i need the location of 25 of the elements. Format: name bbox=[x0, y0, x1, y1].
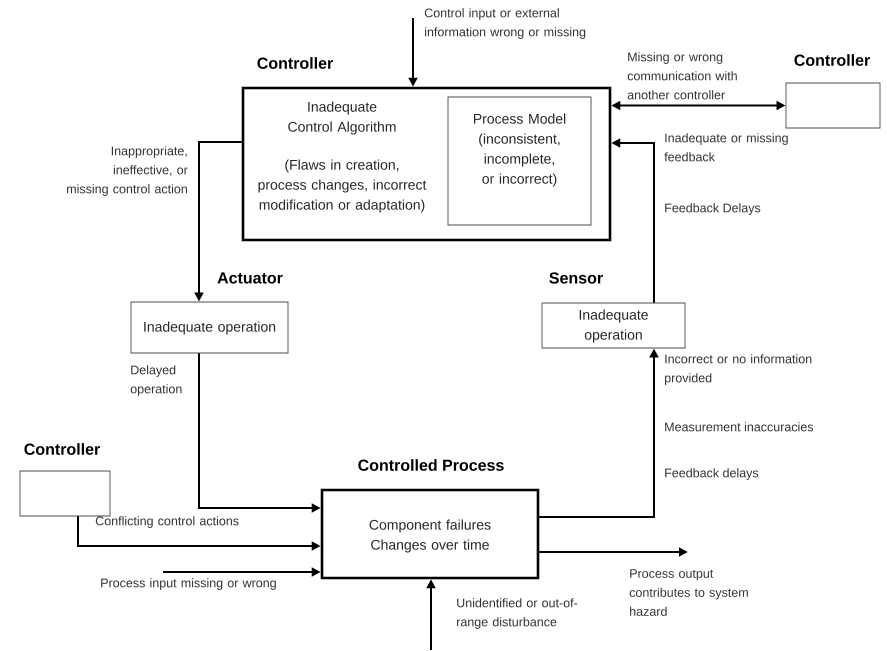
annotation: Measurement inaccuracies bbox=[665, 422, 814, 432]
block-box: Sensor Inadequate operation bbox=[542, 272, 686, 348]
edge-label: Process output contributes to system hazard bbox=[630, 569, 748, 616]
edge-label: Unidentified or out-of-range disturbance bbox=[457, 598, 578, 629]
block-box: Process Model (inconsistent, incomplete, or incorrect) bbox=[448, 96, 592, 226]
block-box: Controller bbox=[786, 54, 880, 128]
node-label: Actuator bbox=[218, 272, 283, 284]
edge-label: Missing or wrong communication with another controller bbox=[628, 52, 737, 100]
node-label: Controller bbox=[24, 443, 100, 455]
annotation: Feedback Delays bbox=[665, 203, 760, 215]
edge-label: Incorrect or no information provided bbox=[665, 354, 812, 385]
edge-label: Conflicting control actions bbox=[96, 516, 239, 528]
node-label: Controller bbox=[794, 54, 870, 66]
edge-label: Inadequate or missing feedback bbox=[664, 133, 788, 162]
edge-label: Inappropriate, ineffective, or missing control action bbox=[67, 146, 188, 196]
node-label: Controlled Process bbox=[358, 459, 504, 471]
block-box: Controller bbox=[20, 443, 110, 516]
edge-label: Control input or external information wrong or missing bbox=[424, 8, 586, 39]
edge-label: Delayed operation bbox=[130, 365, 182, 396]
edge-label: Process input missing or wrong bbox=[101, 578, 276, 590]
block-box: Actuator Inadequate operation bbox=[130, 272, 288, 354]
node-label: Sensor bbox=[549, 272, 603, 284]
annotation: Feedback delays bbox=[665, 468, 758, 480]
node-label: Controller bbox=[257, 57, 333, 69]
block-box: Controlled Process Component failures Changes over time bbox=[320, 459, 540, 580]
